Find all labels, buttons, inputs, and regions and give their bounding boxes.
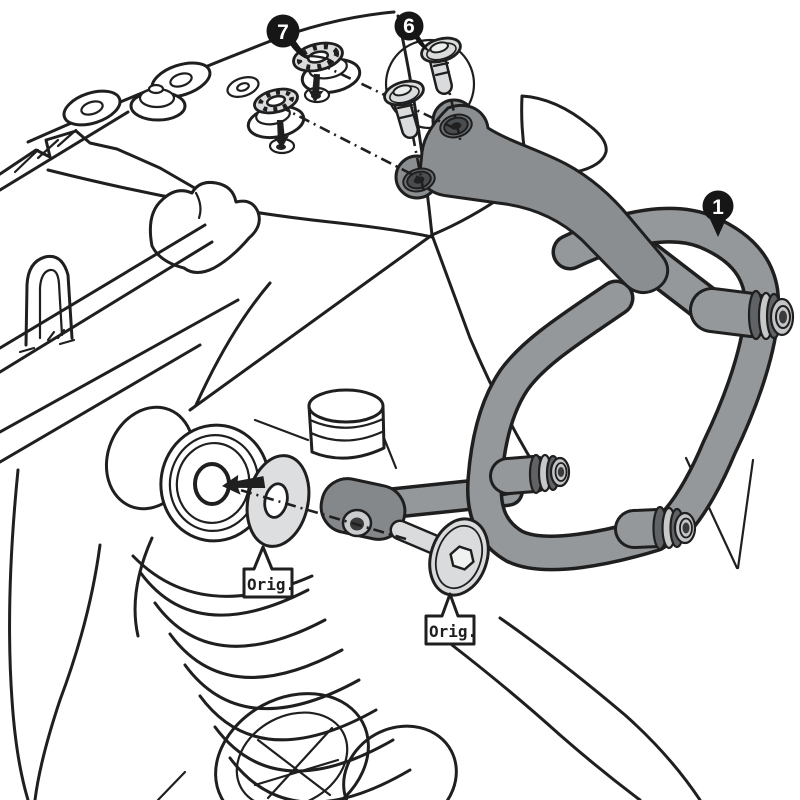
arrow-lower-stud bbox=[273, 119, 290, 148]
axis-washer-lower bbox=[278, 104, 424, 182]
screw-lower bbox=[383, 79, 425, 139]
frame-loop-top-right bbox=[555, 210, 777, 535]
arrow-shock-eye bbox=[222, 474, 266, 495]
callouts: 7 6 1 Orig. Orig. bbox=[242, 11, 734, 646]
orig-label-bolt-text: Orig. bbox=[429, 622, 477, 641]
orig-label-washer: Orig. bbox=[242, 545, 295, 599]
luggage-frame bbox=[319, 98, 795, 572]
orig-label-bolt: Orig. bbox=[424, 592, 477, 646]
orig-bolt bbox=[389, 517, 490, 597]
mount-dome bbox=[129, 83, 187, 122]
callout-1-number: 1 bbox=[712, 196, 724, 219]
seat-latch bbox=[148, 181, 261, 274]
u-hook bbox=[18, 254, 76, 354]
frame-rails bbox=[0, 223, 240, 800]
mount-boss-lower bbox=[614, 505, 697, 551]
axis-shock-bolt bbox=[229, 485, 407, 541]
frame-tab bbox=[319, 477, 407, 541]
callout-6-number: 6 bbox=[403, 15, 415, 38]
lock-washer-lower bbox=[253, 87, 299, 115]
shock-linkage bbox=[156, 692, 458, 800]
callout-1: 1 bbox=[702, 190, 734, 237]
mount-pad bbox=[62, 61, 260, 127]
motorcycle-lineart bbox=[0, 10, 755, 800]
callout-7-number: 7 bbox=[277, 21, 289, 44]
hex-socket bbox=[449, 545, 475, 571]
hardware bbox=[245, 36, 490, 597]
mount-boss-middle bbox=[489, 453, 571, 495]
reservoir-cylinder bbox=[307, 388, 386, 460]
frame-loop-left bbox=[469, 283, 669, 568]
orig-label-washer-text: Orig. bbox=[247, 575, 295, 594]
callout-6: 6 bbox=[394, 11, 430, 52]
screw-upper bbox=[420, 36, 462, 95]
shock-absorber bbox=[104, 388, 755, 800]
callout-7: 7 bbox=[266, 14, 335, 64]
arrow-upper-stud bbox=[307, 73, 324, 102]
direction-arrows bbox=[222, 73, 324, 495]
mount-boss-top bbox=[689, 287, 795, 341]
frame-bracket-plate bbox=[394, 98, 670, 295]
axis-screw-upper bbox=[439, 54, 463, 144]
